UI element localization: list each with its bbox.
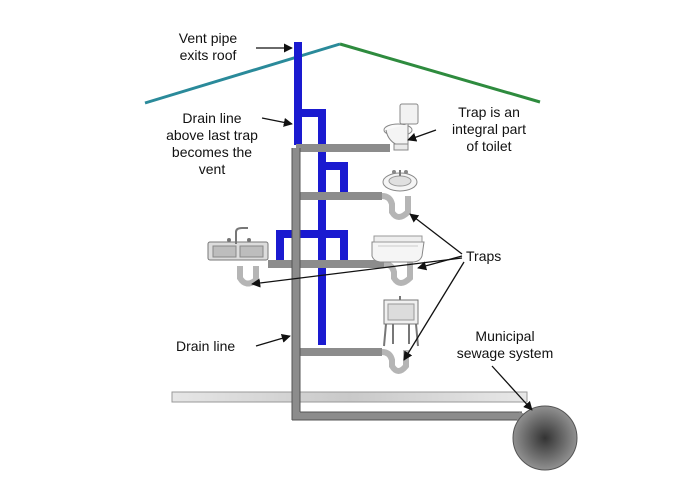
bathroom-sink-icon (382, 170, 418, 192)
arrow-municipal (491, 365, 533, 411)
kitchen-sink-icon (207, 227, 269, 261)
label-municipal-sewage: Municipal sewage system (456, 328, 554, 361)
drain-piping-edges (291, 148, 522, 421)
label-traps: Traps (466, 248, 502, 264)
label-drain-line: Drain line (176, 338, 236, 354)
vent-piping (276, 42, 348, 345)
arrow-trap-3 (251, 257, 463, 288)
ground-slab (171, 391, 528, 403)
arrow-trap-4 (403, 261, 465, 361)
annotation-arrows (251, 43, 533, 411)
drain-piping (268, 144, 522, 420)
laundry-tub-icon (383, 296, 419, 347)
bathtub-icon (371, 235, 425, 263)
arrow-trap-1 (409, 213, 463, 255)
roof-right (339, 42, 541, 104)
sewer-pipe (512, 405, 578, 471)
arrow-drain-above (261, 117, 293, 127)
label-drain-above-last-trap: Drain line above last trap becomes the v… (166, 110, 258, 177)
arrow-drain-line (255, 333, 291, 347)
arrow-trap-2 (417, 255, 463, 271)
toilet-icon (383, 103, 419, 151)
label-vent-pipe: Vent pipe exits roof (178, 30, 238, 63)
label-trap-integral-toilet: Trap is an integral part of toilet (452, 104, 526, 154)
roof-left (144, 42, 341, 105)
arrow-toilet-trap (407, 129, 437, 142)
